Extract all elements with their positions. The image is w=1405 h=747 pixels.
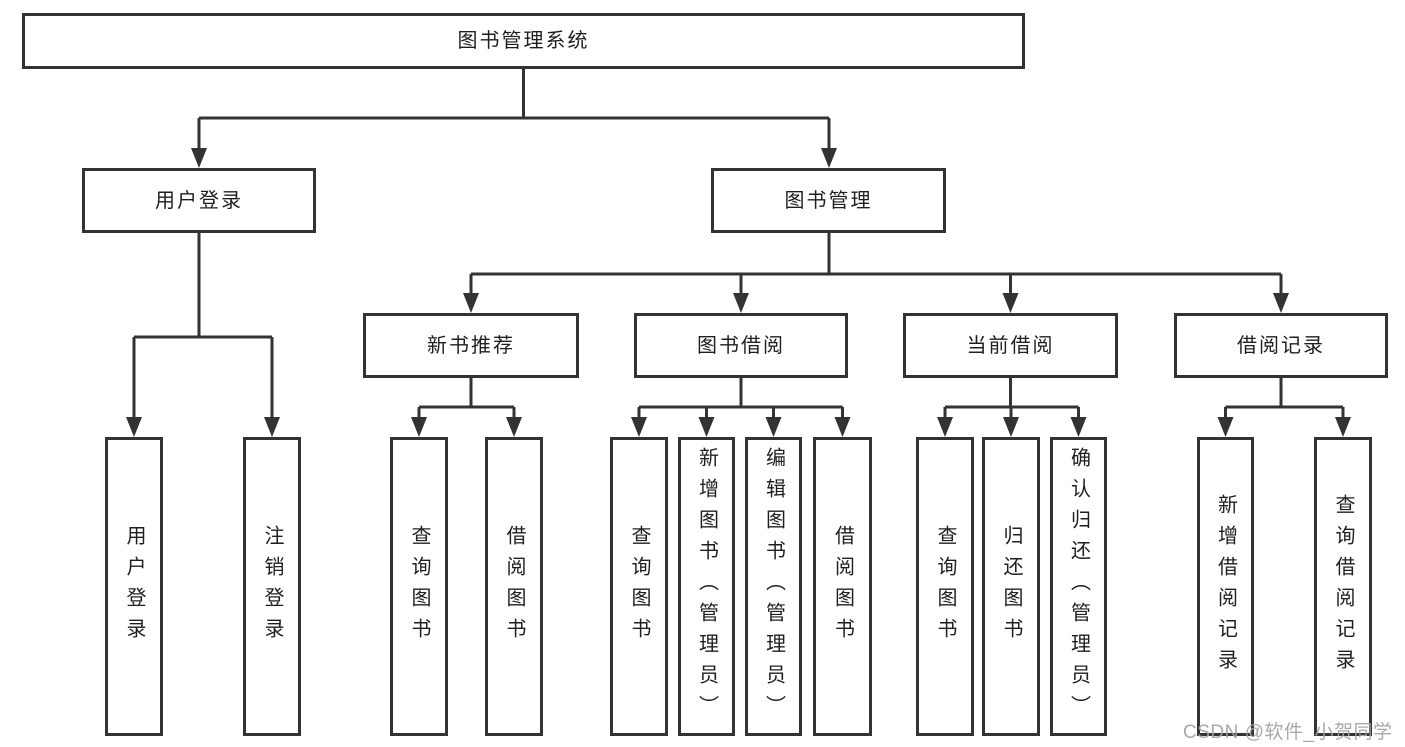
node-borrow-record: 借阅记录 — [1174, 313, 1388, 378]
arrowhead — [733, 293, 749, 313]
leaf-edit-books-admin-label: 编辑图书（管理员） — [762, 447, 785, 726]
arrowhead — [1070, 417, 1087, 437]
leaf-query-borrow-record-label: 查询借阅记录 — [1332, 493, 1354, 680]
node-book-borrow: 图书借阅 — [634, 313, 848, 378]
connector-book-borrow-group — [631, 378, 851, 437]
arrowhead — [1217, 417, 1234, 437]
arrowhead — [1335, 417, 1351, 437]
leaf-user-login: 用户登录 — [105, 437, 163, 736]
arrowhead — [463, 293, 479, 313]
leaf-confirm-return-admin-label: 确认归还（管理员） — [1067, 447, 1090, 726]
arrowhead — [834, 417, 851, 437]
node-current-borrow-label: 当前借阅 — [966, 334, 1055, 357]
leaf-borrow-books-1-label: 借阅图书 — [503, 524, 525, 649]
arrowhead — [126, 417, 142, 437]
leaf-add-books-admin-label: 新增图书（管理员） — [695, 447, 718, 726]
node-current-borrow: 当前借阅 — [903, 313, 1118, 378]
arrowhead — [506, 417, 522, 437]
connector-current-borrow-group — [937, 378, 1087, 437]
leaf-borrow-books-1: 借阅图书 — [485, 437, 543, 736]
arrowhead — [631, 417, 647, 437]
leaf-logout-label: 注销登录 — [261, 524, 283, 649]
arrowhead — [765, 417, 782, 437]
leaf-query-books-3: 查询图书 — [916, 437, 974, 736]
leaf-confirm-return-admin: 确认归还（管理员） — [1050, 437, 1107, 736]
connector-user-login-group — [126, 232, 280, 437]
leaf-query-books-1: 查询图书 — [390, 437, 448, 736]
leaf-query-borrow-record: 查询借阅记录 — [1314, 437, 1372, 736]
leaf-edit-books-admin: 编辑图书（管理员） — [745, 437, 802, 736]
arrowhead — [937, 417, 953, 437]
node-root-system-label: 图书管理系统 — [457, 30, 590, 52]
node-book-management: 图书管理 — [711, 168, 946, 233]
leaf-add-borrow-record-label: 新增借阅记录 — [1214, 493, 1237, 680]
connector-root-to-level2 — [191, 69, 837, 168]
leaf-query-books-2: 查询图书 — [610, 437, 668, 736]
arrowhead — [821, 148, 837, 168]
node-user-login: 用户登录 — [82, 168, 316, 233]
connector-borrow-record-group — [1217, 378, 1351, 437]
arrowhead — [1002, 293, 1019, 313]
node-root-system: 图书管理系统 — [22, 13, 1025, 69]
leaf-add-books-admin: 新增图书（管理员） — [678, 437, 735, 736]
node-book-management-label: 图书管理 — [784, 189, 873, 212]
leaf-user-login-label: 用户登录 — [123, 524, 145, 649]
arrowhead — [411, 417, 427, 437]
leaf-query-books-3-label: 查询图书 — [934, 524, 956, 649]
node-borrow-record-label: 借阅记录 — [1237, 334, 1325, 357]
leaf-query-books-1-label: 查询图书 — [408, 524, 430, 649]
leaf-add-borrow-record: 新增借阅记录 — [1197, 437, 1254, 736]
leaf-return-books-label: 归还图书 — [1000, 524, 1022, 649]
arrowhead — [1273, 293, 1289, 313]
node-new-book-recommend: 新书推荐 — [363, 313, 579, 378]
leaf-borrow-books-2: 借阅图书 — [813, 437, 872, 736]
leaf-logout: 注销登录 — [243, 437, 301, 736]
csdn-watermark: CSDN @软件_小贺同学 — [1183, 722, 1393, 743]
node-book-borrow-label: 图书借阅 — [697, 334, 785, 357]
arrowhead — [698, 417, 715, 437]
arrowhead — [1003, 417, 1019, 437]
leaf-return-books: 归还图书 — [982, 437, 1040, 736]
node-new-book-recommend-label: 新书推荐 — [427, 334, 515, 357]
arrowhead — [264, 417, 280, 437]
arrowhead — [191, 148, 207, 168]
connector-new-book-group — [411, 378, 522, 437]
leaf-query-books-2-label: 查询图书 — [628, 524, 650, 649]
leaf-borrow-books-2-label: 借阅图书 — [831, 524, 854, 649]
node-user-login-label: 用户登录 — [155, 189, 243, 212]
connector-book-mgmt-to-level3 — [463, 232, 1289, 313]
